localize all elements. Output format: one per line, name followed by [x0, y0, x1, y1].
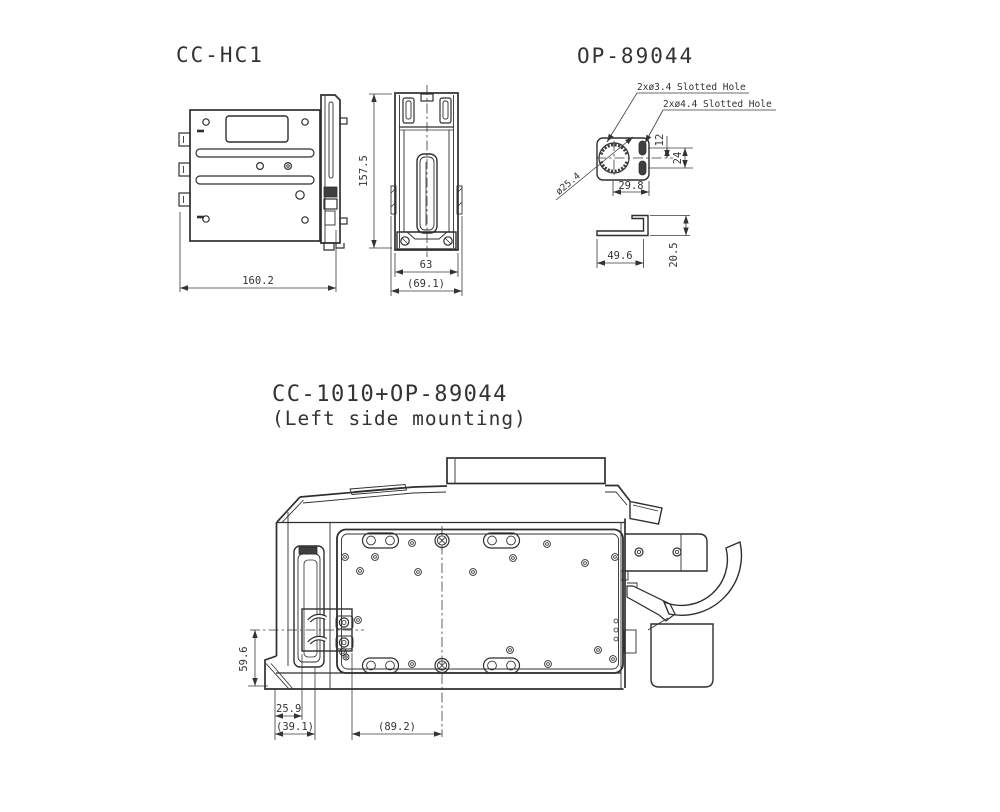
- op-89044-profile-view: 49.6 20.5: [596, 214, 690, 268]
- dim-label: 24: [672, 152, 684, 165]
- cable-cover-box: [650, 623, 714, 688]
- dim-overall-height: 157.5: [358, 93, 392, 249]
- front-card-slot: [293, 545, 325, 668]
- dim-front-overall-offset: (39.1): [275, 668, 316, 740]
- roof-slot: [349, 484, 408, 495]
- dim-front-overall-width: (69.1): [390, 216, 463, 296]
- front-bezel: [320, 94, 348, 251]
- op-89044-top-view: 2xø3.4 Slotted Hole 2xø4.4 Slotted Hole …: [554, 82, 776, 201]
- edge-pin-holes: [613, 618, 619, 642]
- slotted-hole: [638, 140, 647, 156]
- dim-front-offset: 25.9: [274, 654, 303, 740]
- dim-bracket-width: 49.6: [596, 239, 644, 268]
- assembly-subtitle: (Left side mounting): [272, 407, 527, 430]
- dim-label: 25.9: [276, 703, 301, 715]
- dim-label: 20.5: [668, 242, 680, 267]
- mounting-tabs: [178, 132, 191, 207]
- cc-hc1-title: CC-HC1: [176, 43, 264, 67]
- cable-funnel: [620, 570, 676, 654]
- side-latches: [390, 185, 463, 215]
- body-edges: [264, 512, 626, 690]
- dim-label: (39.1): [276, 721, 314, 733]
- dim-overall-width: 160.2: [179, 212, 337, 292]
- callout-label: 2xø3.4 Slotted Hole: [637, 82, 746, 93]
- assembly-title: CC-1010+OP-89044: [272, 382, 508, 407]
- screws: [197, 118, 309, 224]
- vent-slot: [195, 148, 315, 158]
- vent-slot: [195, 175, 315, 185]
- dim-label: (69.1): [407, 278, 445, 290]
- dim-bracket-to-center: (89.2): [351, 653, 442, 740]
- op-bracket-mounted: [250, 608, 364, 661]
- assembly-view: 59.6 25.9 (39.1) (89.2): [238, 457, 743, 740]
- top-hooks: [402, 97, 452, 124]
- dim-label: ø25.4: [554, 171, 583, 198]
- dim-front-width: 63: [394, 253, 459, 277]
- cc-hc1-side-view: 160.2: [178, 94, 348, 292]
- dim-bracket-center-height: 59.6: [238, 630, 268, 687]
- display-window: [225, 115, 289, 143]
- plate-slots: [361, 532, 521, 674]
- slotted-hole: [638, 160, 647, 176]
- plate-screws: [339, 539, 619, 668]
- dim-label: 59.6: [238, 646, 250, 671]
- mounting-plate: [336, 526, 624, 737]
- op-89044-title: OP-89044: [577, 44, 694, 68]
- dim-hole-offset: 29.8: [612, 180, 650, 196]
- dim-label: 157.5: [358, 155, 370, 187]
- callout-label: 2xø4.4 Slotted Hole: [663, 99, 772, 110]
- dim-label: 160.2: [242, 275, 274, 287]
- bottom-bracket: [396, 231, 457, 250]
- cc-hc1-front-view: 157.5 63 (69.1): [358, 85, 463, 296]
- roof-tab: [629, 500, 663, 525]
- dim-slot-offsets: 12 24: [648, 134, 693, 169]
- top-block: [446, 457, 606, 485]
- dim-label: 63: [420, 259, 433, 271]
- dim-label: (89.2): [378, 721, 416, 733]
- dim-label: 29.8: [618, 180, 643, 192]
- roof: [276, 484, 663, 525]
- callout-small-slot: 2xø3.4 Slotted Hole: [606, 82, 749, 143]
- callout-large-slot: 2xø4.4 Slotted Hole: [644, 99, 776, 144]
- cable: [662, 541, 743, 617]
- dim-label: 49.6: [607, 250, 632, 262]
- dim-bracket-height: 20.5: [650, 215, 690, 268]
- dim-label: 12: [654, 134, 666, 147]
- bracket-profile: [596, 214, 649, 237]
- right-bracket: [625, 533, 708, 572]
